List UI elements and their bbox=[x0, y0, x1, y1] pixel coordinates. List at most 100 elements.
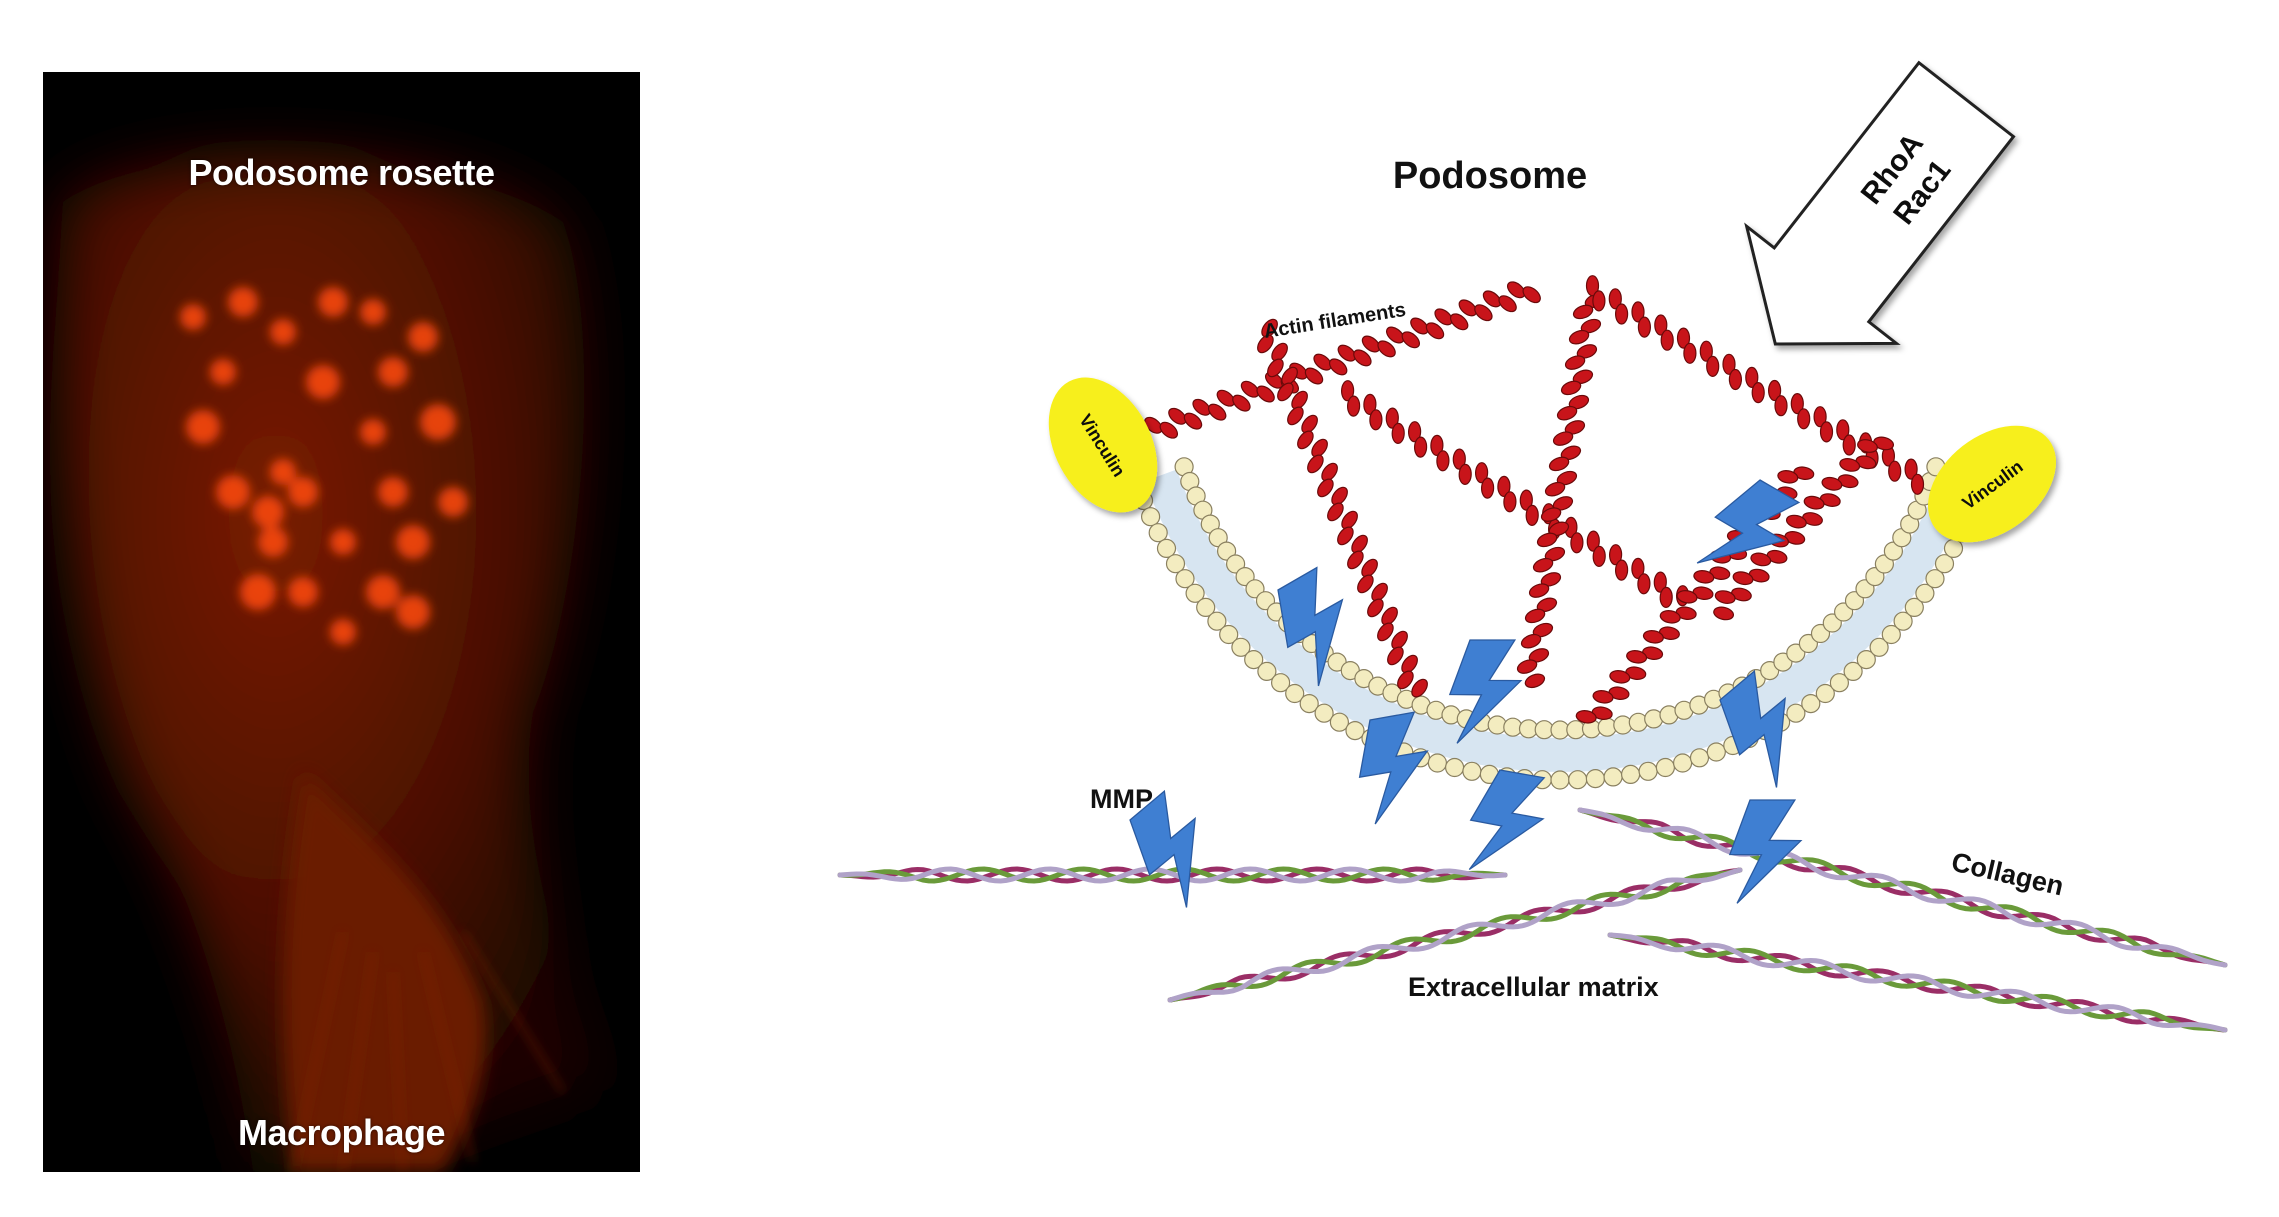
actin-monomer bbox=[1232, 394, 1251, 412]
podosome-punctum bbox=[228, 287, 258, 317]
actin-monomer bbox=[1857, 439, 1878, 453]
actin-monomer bbox=[1548, 521, 1570, 537]
lipid-head bbox=[1219, 624, 1239, 645]
actin-monomer bbox=[1568, 394, 1590, 410]
mmp-label: MMP bbox=[1090, 784, 1153, 814]
actin-monomer bbox=[1361, 558, 1378, 578]
actin-monomer bbox=[1353, 349, 1372, 367]
actin-monomer bbox=[1653, 571, 1667, 593]
actin-monomer bbox=[1785, 514, 1807, 529]
lipid-head bbox=[1869, 637, 1889, 657]
actin-monomer bbox=[1709, 566, 1731, 580]
actin-monomer bbox=[1813, 406, 1827, 428]
actin-monomer bbox=[1544, 546, 1566, 562]
mmp-bolt bbox=[1129, 789, 1196, 908]
actin-monomer bbox=[1839, 458, 1861, 472]
lipid-head bbox=[1706, 742, 1726, 762]
podosome-punctum bbox=[420, 404, 456, 440]
actin-monomer bbox=[1745, 366, 1759, 388]
collagen-strand bbox=[1577, 807, 2228, 968]
lipid-head bbox=[1550, 770, 1570, 790]
lipid-head bbox=[1893, 611, 1913, 631]
extracellular-matrix-label: Extracellular matrix bbox=[1408, 972, 1659, 1002]
actin-monomer bbox=[1407, 421, 1422, 443]
mmp-bolt bbox=[1358, 711, 1429, 825]
collagen-strand bbox=[1167, 867, 1743, 1003]
actin-monomer bbox=[1676, 327, 1691, 349]
actin-monomer bbox=[1722, 353, 1736, 375]
actin-monomer bbox=[1192, 398, 1211, 416]
actin-monomer bbox=[1888, 460, 1902, 482]
actin-monomer bbox=[1560, 380, 1582, 396]
actin-monomer bbox=[1552, 496, 1574, 511]
podosome-punctum bbox=[258, 527, 288, 557]
lipid-head bbox=[1856, 649, 1876, 670]
actin-monomer bbox=[1532, 622, 1554, 638]
podosome-punctum bbox=[438, 487, 468, 517]
actin-monomer bbox=[1766, 549, 1788, 564]
actin-monomer bbox=[1267, 358, 1284, 378]
actin-monomer bbox=[1556, 470, 1578, 486]
actin-monomer bbox=[1683, 342, 1697, 364]
actin-monomer bbox=[1586, 530, 1600, 552]
actin-monomer bbox=[1311, 438, 1328, 458]
actin-monomer bbox=[1842, 434, 1856, 456]
actin-monomer bbox=[1340, 380, 1355, 402]
actin-monomer bbox=[1536, 532, 1558, 548]
mmp-bolt bbox=[1719, 669, 1786, 788]
actin-monomer bbox=[1706, 355, 1720, 377]
lipid-head bbox=[1925, 569, 1945, 589]
actin-monomer bbox=[1516, 659, 1538, 674]
actin-monomer bbox=[1377, 340, 1396, 358]
actin-monomer bbox=[1331, 486, 1348, 506]
actin-monomer bbox=[1183, 412, 1203, 430]
actin-monomer bbox=[1369, 409, 1383, 431]
actin-monomer bbox=[1452, 448, 1466, 470]
actin-monomer bbox=[1659, 610, 1681, 624]
actin-monomer bbox=[1585, 275, 1600, 297]
actin-monomer bbox=[1790, 393, 1804, 415]
actin-monomer bbox=[1363, 393, 1377, 415]
actin-monomer bbox=[1385, 326, 1405, 344]
actin-monomer bbox=[1522, 286, 1541, 304]
podosome-punctum bbox=[378, 357, 408, 387]
actin-monomer bbox=[1297, 430, 1314, 450]
actin-filaments bbox=[1144, 275, 1925, 724]
actin-monomer bbox=[1642, 630, 1664, 644]
actin-monomer bbox=[1434, 308, 1453, 326]
actin-monomer bbox=[1367, 598, 1384, 618]
actin-monomer bbox=[1570, 532, 1584, 554]
lipid-head bbox=[1257, 661, 1277, 682]
actin-monomer bbox=[1637, 573, 1651, 595]
mmp-bolt bbox=[1468, 769, 1546, 871]
actin-monomer bbox=[1564, 355, 1586, 370]
actin-monomer bbox=[1391, 630, 1408, 650]
actin-monomer bbox=[1592, 545, 1606, 567]
lipid-head bbox=[1285, 683, 1305, 704]
podosome-punctum bbox=[330, 529, 356, 555]
actin-monomer bbox=[1346, 395, 1361, 417]
actin-monomer bbox=[1910, 473, 1925, 495]
collagen-strand bbox=[837, 866, 1508, 884]
actin-monomer bbox=[1387, 646, 1404, 666]
podosome-punctum bbox=[408, 322, 438, 352]
lipid-head bbox=[1175, 569, 1195, 589]
mmp-bolt bbox=[1728, 799, 1803, 904]
actin-monomer bbox=[1291, 390, 1308, 410]
actin-monomer bbox=[1609, 670, 1631, 684]
actin-monomer bbox=[1714, 590, 1736, 604]
actin-monomer bbox=[1436, 450, 1450, 472]
lipid-head bbox=[1568, 770, 1588, 790]
actin-monomer bbox=[1592, 690, 1614, 704]
lipid-head bbox=[1207, 611, 1227, 631]
actin-monomer bbox=[1855, 455, 1877, 470]
actin-monomer bbox=[1357, 574, 1374, 594]
lipid-head bbox=[1185, 583, 1205, 603]
lipid-head bbox=[1915, 583, 1935, 603]
actin-monomer bbox=[1506, 281, 1526, 299]
actin-monomer bbox=[1307, 454, 1324, 474]
podosome-punctum bbox=[270, 459, 296, 485]
actin-monomer bbox=[1341, 510, 1358, 530]
collagen-label: Collagen bbox=[1949, 847, 2067, 902]
